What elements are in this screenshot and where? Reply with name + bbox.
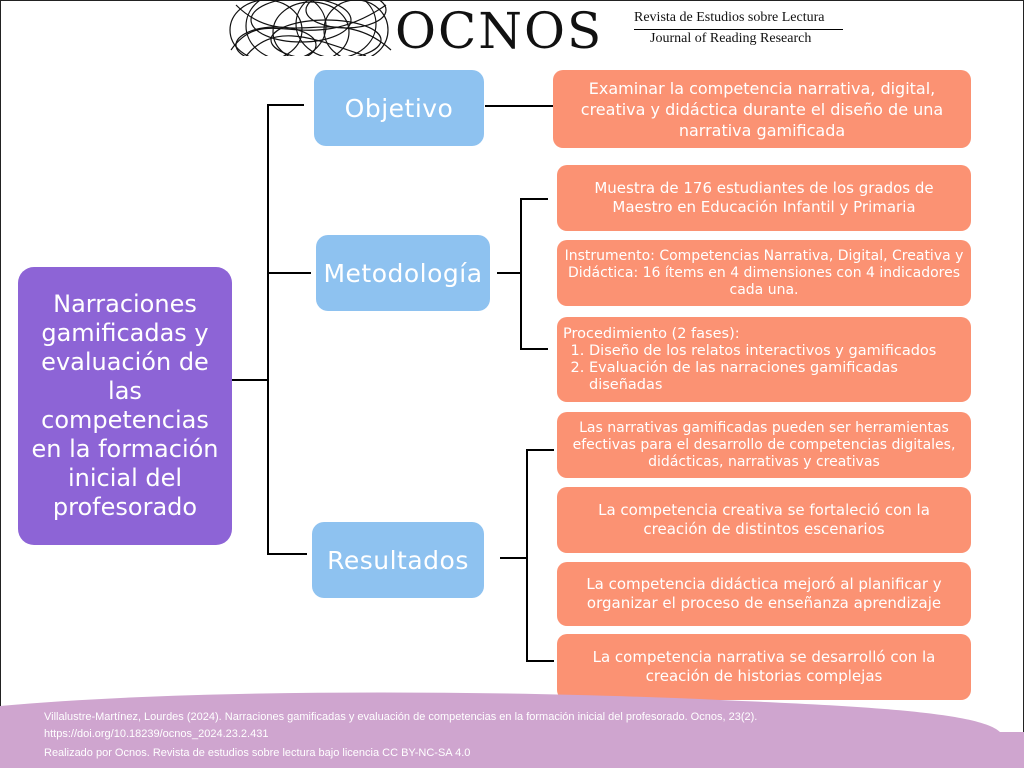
resultado-4-connector <box>526 660 554 662</box>
resultados-label: Resultados <box>327 545 469 575</box>
metodologia-bracket <box>520 198 522 350</box>
resultado-2-text: La competencia creativa se fortaleció co… <box>598 501 930 538</box>
resultados-detail-connector <box>500 557 528 559</box>
resultados-connector <box>267 553 307 555</box>
resultado-1-text: Las narrativas gamificadas pueden ser he… <box>572 419 956 470</box>
header-divider <box>634 29 843 30</box>
main-connector <box>232 379 269 381</box>
resultado-4-text: La competencia narrativa se desarrolló c… <box>592 648 936 685</box>
journal-subtitle-es: Revista de Estudios sobre Lectura <box>634 10 825 25</box>
muestra-connector <box>520 198 548 200</box>
main-title-box: Narraciones gamificadas y evaluación de … <box>18 267 232 545</box>
procedimiento-content: Procedimiento (2 fases): Diseño de los r… <box>563 326 965 394</box>
procedimiento-title: Procedimiento (2 fases): <box>563 325 740 342</box>
muestra-text: Muestra de 176 estudiantes de los grados… <box>594 179 934 216</box>
resultado-3-text: La competencia didáctica mejoró al plani… <box>586 575 942 612</box>
metodologia-connector <box>267 272 311 274</box>
scribble-logo-icon <box>229 0 392 56</box>
footer-background <box>0 692 1024 768</box>
objetivo-detail-box: Examinar la competencia narrativa, digit… <box>553 70 971 148</box>
procedimiento-step: Diseño de los relatos interactivos y gam… <box>589 343 965 360</box>
objetivo-detail-text: Examinar la competencia narrativa, digit… <box>580 78 944 140</box>
objetivo-detail-connector <box>485 105 553 107</box>
main-bracket <box>267 104 269 555</box>
instrumento-text: Instrumento: Competencias Narrativa, Dig… <box>564 247 964 298</box>
journal-subtitle-en: Journal of Reading Research <box>650 31 812 46</box>
procedimiento-list: Diseño de los relatos interactivos y gam… <box>563 343 965 394</box>
procedimiento-box: Procedimiento (2 fases): Diseño de los r… <box>557 317 971 402</box>
resultado-1-connector <box>526 449 554 451</box>
muestra-box: Muestra de 176 estudiantes de los grados… <box>557 165 971 231</box>
resultado-4-box: La competencia narrativa se desarrolló c… <box>557 634 971 700</box>
footer-doi[interactable]: https://doi.org/10.18239/ocnos_2024.23.2… <box>44 728 269 740</box>
footer-license: Realizado por Ocnos. Revista de estudios… <box>44 747 471 759</box>
objetivo-label: Objetivo <box>344 93 454 123</box>
resultados-box: Resultados <box>312 522 484 598</box>
objetivo-connector <box>267 104 304 106</box>
footer: Villalustre-Martínez, Lourdes (2024). Na… <box>44 709 994 762</box>
procedimiento-step: Evaluación de las narraciones gamificada… <box>589 360 965 394</box>
metodologia-label: Metodología <box>323 258 483 288</box>
ocnos-logo: OCNOS <box>395 2 604 60</box>
instrumento-box: Instrumento: Competencias Narrativa, Dig… <box>557 240 971 306</box>
resultado-1-box: Las narrativas gamificadas pueden ser he… <box>557 412 971 478</box>
footer-citation: Villalustre-Martínez, Lourdes (2024). Na… <box>44 711 758 723</box>
metodologia-detail-connector <box>497 272 522 274</box>
procedimiento-connector <box>520 348 548 350</box>
objetivo-box: Objetivo <box>314 70 484 146</box>
resultado-2-box: La competencia creativa se fortaleció co… <box>557 487 971 553</box>
resultado-3-box: La competencia didáctica mejoró al plani… <box>557 562 971 626</box>
resultados-bracket <box>526 449 528 662</box>
main-title: Narraciones gamificadas y evaluación de … <box>31 290 219 521</box>
metodologia-box: Metodología <box>316 235 490 311</box>
